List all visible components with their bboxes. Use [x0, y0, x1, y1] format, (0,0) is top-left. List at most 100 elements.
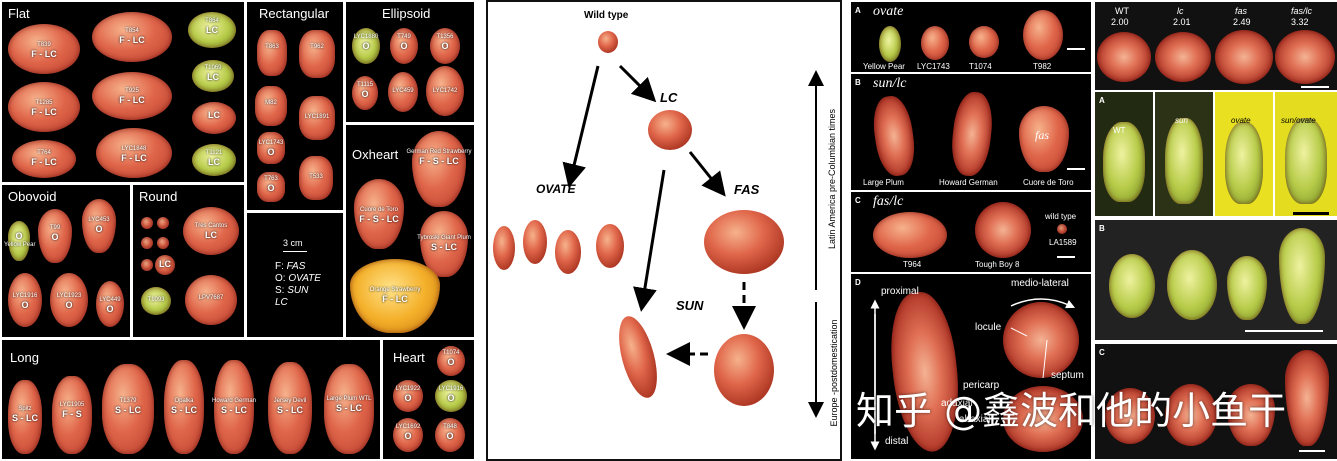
locule-number: 2.00 [1111, 17, 1129, 27]
panel-b-title: sun/lc [873, 76, 907, 91]
ovary-shape [1165, 118, 1203, 204]
rectangular-panel: Rectangular T863 T962 M82 LYC1891 LYC174… [247, 2, 343, 210]
panel-b-sunlc: B sun/lc fas Large Plum Howard German Cu… [851, 74, 1091, 190]
flat-title: Flat [8, 6, 30, 21]
fruit-tough-boy [975, 202, 1031, 258]
legend-lc: LC [275, 297, 288, 308]
label-abaxial: abaxial [959, 414, 991, 425]
legend-scale: 3 cm [283, 238, 303, 248]
evolution-diagram [493, 31, 824, 418]
septum-pointer [1042, 339, 1048, 379]
panel-red-fruits: C [1095, 344, 1337, 459]
cross-section-faslc [1275, 30, 1335, 84]
green-fruit [1109, 254, 1155, 318]
fruit-label: LYC1742 [432, 88, 458, 94]
fruit-round-small [157, 237, 169, 249]
ovary-panel-letter: A [1099, 96, 1105, 105]
fruit-cuore-de-toro [1019, 106, 1069, 172]
cross-section-lc [1155, 32, 1211, 82]
fruit-ox3 [420, 211, 468, 277]
fruit-flat6 [92, 72, 172, 120]
arrow-wt-ovate [562, 65, 600, 188]
fruit-ell4 [352, 76, 378, 110]
fruit-label: M82 [265, 100, 277, 106]
label-axis-top: Latin America pre-Columbian times [827, 108, 837, 250]
fruit-long2 [52, 376, 92, 454]
fruit-heart4 [393, 418, 423, 452]
label-wild-type: wild type [1045, 212, 1077, 221]
scale-bar [1301, 86, 1329, 88]
fruit-rect5 [257, 132, 285, 164]
scale-bar [1067, 48, 1085, 50]
fruit-long1 [8, 380, 42, 454]
caption: Large Plum [863, 178, 904, 187]
fruit-obo4 [8, 273, 42, 327]
panel-c-faslc: C fas/lc wild type LA1589 T964 Tough Boy… [851, 192, 1091, 272]
panel-b-letter: B [855, 78, 861, 87]
fruit-ox4 [350, 259, 440, 333]
ovary-shape [1225, 122, 1263, 204]
fruit-flat7 [192, 102, 236, 134]
fruit-flat3 [188, 12, 236, 48]
obovoid-title: Obovoid [8, 189, 57, 204]
ovate-fruit-2 [523, 220, 547, 264]
wild-type-fruit [598, 31, 618, 53]
fruit-label: T1093 [147, 297, 165, 303]
panel-c-title: fas/lc [873, 194, 904, 209]
panel-c2-letter: C [1099, 348, 1105, 357]
fruit-obo5 [50, 273, 88, 327]
round-title: Round [139, 189, 178, 204]
fruit-label: LYC459 [392, 88, 414, 94]
genotype-label: lc [1177, 6, 1184, 16]
fruit-t1074 [969, 26, 999, 58]
scale-bar [1245, 330, 1323, 332]
locule-number: 3.32 [1291, 17, 1309, 27]
fruit-flat1 [8, 24, 80, 74]
right-figure: A ovate Yellow Pear LYC1743 T1074 T982 B… [849, 0, 1337, 461]
cross-section-fas [1215, 30, 1273, 84]
fruit-round-small [141, 217, 153, 229]
caption: T982 [1033, 62, 1052, 71]
label-proximal: proximal [881, 286, 919, 297]
ovary-label: ovate [1231, 116, 1251, 125]
sun-fruit [714, 334, 774, 406]
label-sun: SUN [676, 298, 704, 313]
caption: Howard German [939, 178, 998, 187]
locule-pointer [1010, 327, 1028, 337]
label-la1589: LA1589 [1049, 238, 1077, 247]
fruit-heart3 [435, 380, 467, 412]
fruit-cross-section [1003, 302, 1079, 378]
fruit-round3 [141, 287, 171, 315]
panel-b2-letter: B [1099, 224, 1105, 233]
fruit-round-small [141, 237, 153, 249]
scale-bar [1293, 212, 1329, 215]
scale-bar [1067, 168, 1085, 170]
fruit-flat4 [192, 60, 234, 92]
fruit-round-small [157, 217, 169, 229]
legend-scale-bar [283, 251, 307, 252]
fruit-obo2 [38, 209, 72, 263]
fruit-flat8 [12, 140, 76, 178]
ovate-fruit-3 [555, 230, 581, 274]
arrow-lc-fas [688, 151, 726, 197]
fruit-round2 [155, 255, 175, 275]
